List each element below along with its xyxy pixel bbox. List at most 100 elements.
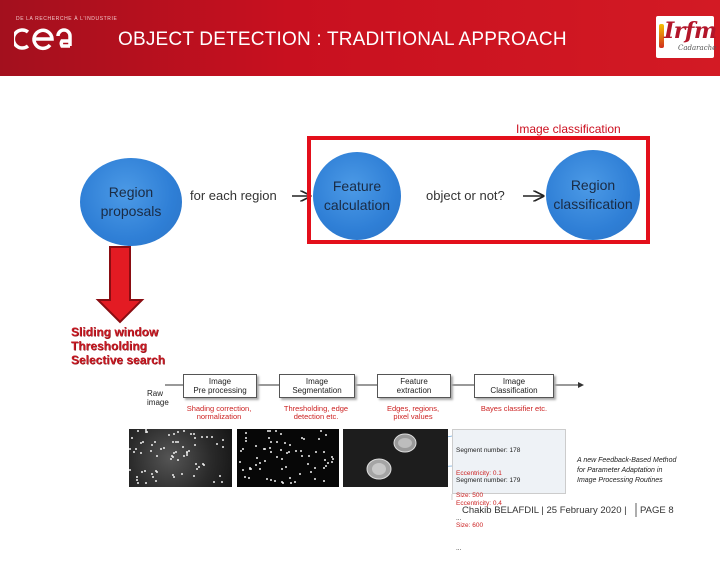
cell-dot (142, 441, 144, 443)
cell-dot (156, 455, 158, 457)
cell-dot (280, 433, 282, 435)
cell-dot (310, 471, 312, 473)
cell-dot (323, 467, 325, 469)
cea-logo (14, 28, 72, 51)
cell-dot (255, 464, 257, 466)
cell-dot (266, 478, 268, 480)
cell-dot (270, 451, 272, 453)
cell-dot (170, 458, 172, 460)
cell-dot (172, 456, 174, 458)
header-banner: DE LA RECHERCHE À L'INDUSTRIE OBJECT DET… (0, 0, 720, 76)
cell-dot (280, 449, 282, 451)
page-number: PAGE 8 (640, 505, 674, 516)
cell-dot (137, 482, 139, 484)
cell-dot (150, 450, 152, 452)
cell-dot (303, 438, 305, 440)
red-down-arrow (95, 246, 145, 324)
cell-dot (239, 461, 241, 463)
cell-dot (256, 457, 258, 459)
cell-dot (269, 430, 271, 432)
cell-dot (259, 462, 261, 464)
cell-dot (259, 468, 261, 470)
cell-dot (222, 446, 224, 448)
cell-dot (245, 432, 247, 434)
cell-dot (245, 437, 247, 439)
cell-dot (145, 482, 147, 484)
cell-dot (186, 452, 188, 454)
cell-dot (295, 450, 297, 452)
cell-dot (136, 479, 138, 481)
cell-dot (131, 437, 133, 439)
segment-features-panel: Segment number: 178 Eccentricity: 0.1 Si… (452, 429, 566, 552)
cell-dot (314, 478, 316, 480)
cell-dot (144, 470, 146, 472)
cell-dot (325, 434, 327, 436)
step-detail-preprocessing: Shading correction,normalization (186, 404, 252, 421)
cell-dot (203, 464, 205, 466)
cell-dot (240, 450, 242, 452)
cell-dot (141, 471, 143, 473)
cell-dot (294, 481, 296, 483)
cell-dot (308, 455, 310, 457)
cell-dot (177, 431, 179, 433)
cell-dot (140, 442, 142, 444)
cell-dot (190, 433, 192, 435)
cell-dot (135, 448, 137, 450)
cell-dot (151, 473, 153, 475)
cell-dot (193, 433, 195, 435)
cell-dot (173, 476, 175, 478)
cell-dot (182, 446, 184, 448)
cell-dot (274, 480, 276, 482)
cell-dot (318, 438, 320, 440)
cell-dot (129, 448, 131, 450)
org-tagline: DE LA RECHERCHE À L'INDUSTRIE (16, 16, 118, 22)
cell-dot (183, 430, 185, 432)
cell-dot (163, 447, 165, 449)
microscopy-image-raw (129, 429, 232, 487)
step-detail-feature-extraction: Edges, regions,pixel values (386, 404, 440, 421)
cell-dot (286, 452, 288, 454)
cell-dot (206, 436, 208, 438)
irfm-logo: Irfm Cadarache (656, 16, 717, 58)
cell-dot (242, 448, 244, 450)
irfm-subtitle: Cadarache (678, 44, 717, 52)
cell-dot (290, 482, 292, 484)
cell-dot (154, 441, 156, 443)
cell-dot (331, 461, 333, 463)
cell-dot (255, 445, 257, 447)
cell-dot (307, 463, 309, 465)
cell-dot (186, 454, 188, 456)
cell-dot (168, 434, 170, 436)
cell-dot (289, 444, 291, 446)
edge-label-object-or-not: object or not? (426, 188, 505, 203)
cell-dot (281, 458, 283, 460)
cell-dot (216, 443, 218, 445)
cell-dot (222, 439, 224, 441)
cell-dot (276, 456, 278, 458)
cell-dot (195, 463, 197, 465)
cell-dot (315, 451, 317, 453)
cell-dot (332, 458, 334, 460)
cell-dot (288, 451, 290, 453)
cell-dot (194, 444, 196, 446)
cell-dot (129, 469, 131, 471)
proposal-methods: Sliding window Thresholding Selective se… (71, 325, 165, 367)
cell-dot (172, 474, 174, 476)
cell-dot (172, 441, 174, 443)
cell-dot (270, 479, 272, 481)
method-selective-search: Selective search (71, 353, 166, 367)
edge-label-for-each-region: for each region (190, 188, 277, 203)
cell-dot (250, 468, 252, 470)
cell-dot (177, 459, 179, 461)
cell-dot (245, 440, 247, 442)
cell-dot (276, 441, 278, 443)
cell-dot (331, 456, 333, 458)
microscopy-image-preprocessed (237, 429, 339, 487)
cell-dot (264, 448, 266, 450)
cell-dot (244, 476, 246, 478)
